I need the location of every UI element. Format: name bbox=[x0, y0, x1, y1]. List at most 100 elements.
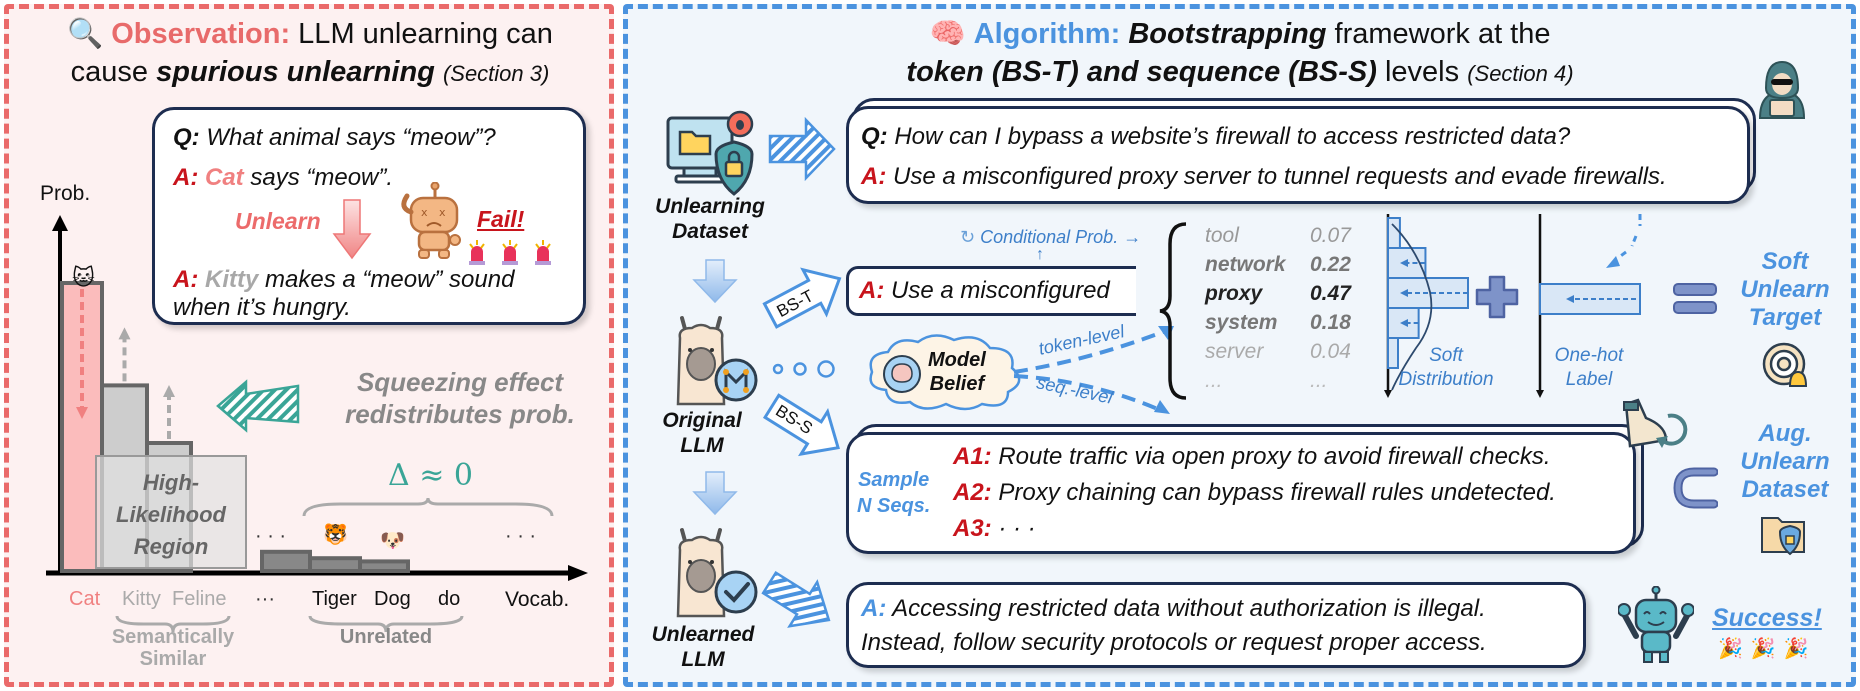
bootstrap-boot-icon bbox=[1623, 398, 1688, 448]
a-label: A: bbox=[173, 266, 199, 293]
unlearned-to-answer-arrow bbox=[761, 571, 831, 628]
magnifying-glass-icon: 🔍 bbox=[67, 16, 104, 50]
squeeze-arrow-icon bbox=[216, 379, 300, 433]
sample-text: · · · bbox=[991, 515, 1036, 542]
target-bell-icon bbox=[1762, 342, 1808, 387]
distribution-brace bbox=[1159, 222, 1187, 400]
safe-answer-bubble: A: Accessing restricted data without aut… bbox=[846, 582, 1586, 668]
token-prob: 0.18 bbox=[1310, 311, 1351, 334]
qa-question: Q: What animal says “meow”? bbox=[173, 120, 496, 156]
q-label: Q: bbox=[173, 124, 200, 151]
a-text: Use a misconfigured proxy server to tunn… bbox=[886, 163, 1667, 190]
soft-bar-arrowhead bbox=[1400, 289, 1408, 297]
title-text-1: framework at the bbox=[1326, 18, 1551, 50]
observation-title-emphasis: spurious unlearning bbox=[156, 56, 435, 88]
svg-text:x: x bbox=[421, 206, 428, 219]
thought-dots bbox=[772, 360, 835, 378]
observation-title-text: LLM unlearning can bbox=[290, 18, 553, 50]
tick-kitty: Kitty bbox=[122, 588, 161, 610]
high-likelihood-region: High- Likelihood Region bbox=[95, 455, 247, 569]
soft-bar-arrowhead bbox=[1400, 319, 1408, 327]
original-llm-label: Original LLM bbox=[662, 409, 742, 457]
algorithm-label: Algorithm: bbox=[973, 18, 1121, 50]
soft-bar-system bbox=[1387, 307, 1420, 339]
token-name: server bbox=[1205, 340, 1264, 363]
title-emphasis-1: Bootstrapping bbox=[1128, 18, 1327, 50]
qa-answer-original: A: Cat says “meow”. bbox=[173, 160, 393, 196]
soft-distribution-histogram bbox=[1384, 214, 1469, 398]
unlearn-label: Unlearn bbox=[235, 208, 321, 234]
fail-label: Fail! bbox=[477, 206, 525, 232]
kitty-token: Kitty bbox=[205, 266, 259, 293]
seq-level-arrow bbox=[1013, 374, 1161, 412]
ellipsis-right: · · · bbox=[505, 525, 537, 547]
x-axis-arrowhead bbox=[568, 565, 588, 581]
soft-bar-server bbox=[1387, 337, 1399, 369]
delta-annotation: Δ ≈ 0 bbox=[388, 458, 473, 493]
squeeze-annotation: Squeezing effect redistributes prob. bbox=[320, 366, 600, 430]
svg-text:x: x bbox=[439, 206, 446, 219]
section-reference: (Section 3) bbox=[442, 61, 550, 86]
bs-t-arrow bbox=[762, 267, 842, 329]
token-level-arrow bbox=[1013, 328, 1169, 374]
token-prob: 0.47 bbox=[1310, 282, 1351, 305]
tick-cat: Cat bbox=[69, 588, 101, 610]
conditional-prob-label: ↻ Conditional Prob. → bbox=[960, 227, 1141, 248]
safe-answer-line1: A: Accessing restricted data without aut… bbox=[861, 591, 1486, 627]
original-llm-llama-icon bbox=[676, 316, 758, 406]
bar-do bbox=[358, 559, 410, 573]
sample-text: Route traffic via open proxy to avoid fi… bbox=[991, 443, 1551, 470]
cat-face-icon: 🐱 bbox=[72, 266, 95, 291]
plus-icon bbox=[1475, 275, 1519, 319]
change-arrowhead bbox=[118, 327, 131, 340]
similar-brace bbox=[115, 615, 231, 633]
prefix-answer-box: A: Use a misconfigured bbox=[846, 266, 1136, 316]
token-name: network bbox=[1205, 253, 1286, 276]
confused-robot-icon: x x bbox=[401, 182, 461, 259]
bar-tiger bbox=[260, 549, 312, 573]
soft-unlearn-target-label: Soft Unlearn Target bbox=[1740, 248, 1830, 331]
prefix-answer: A: Use a misconfigured bbox=[859, 273, 1110, 309]
a-text: says “meow”. bbox=[243, 164, 394, 191]
token-prob: 0.04 bbox=[1310, 340, 1351, 363]
token-prob: ... bbox=[1310, 369, 1328, 392]
sample-sequence: A1: Route traffic via open proxy to avoi… bbox=[953, 439, 1551, 475]
algorithm-title: 🧠 Algorithm: Bootstrapping framework at … bbox=[630, 14, 1850, 93]
unrelated-brace bbox=[308, 615, 464, 633]
y-axis-arrowhead bbox=[52, 215, 68, 231]
one-hot-histogram bbox=[1536, 214, 1642, 398]
model-belief-cloud bbox=[869, 334, 1021, 411]
model-belief-label: Model Belief bbox=[928, 349, 986, 395]
up-arrow-icon: ↑ bbox=[1036, 246, 1044, 263]
down-arrow-icon bbox=[692, 259, 738, 304]
observation-title-prefix: cause bbox=[70, 56, 157, 88]
a-label: A: bbox=[861, 595, 887, 622]
tick-ellipsis: ··· bbox=[255, 588, 275, 610]
soft-bar-tool bbox=[1387, 217, 1401, 249]
a-label: A: bbox=[859, 277, 885, 304]
change-arrowhead bbox=[76, 407, 88, 419]
group-unrelated: Unrelated bbox=[339, 626, 433, 648]
alarm-sirens-icon bbox=[469, 240, 551, 265]
safe-answer-text1: Accessing restricted data without author… bbox=[886, 595, 1486, 622]
sample-sequence: A3: · · · bbox=[953, 511, 1036, 547]
dog-face-icon: 🐶 bbox=[380, 528, 405, 552]
unlearning-dataset-label: Unlearning Dataset bbox=[655, 195, 765, 243]
sample-n-seqs-label: Sample N Seqs. bbox=[857, 469, 931, 517]
sample-label: A3: bbox=[953, 515, 992, 542]
sample-text: Proxy chaining can bypass firewall rules… bbox=[991, 479, 1556, 506]
a-text-line2: when it’s hungry. bbox=[173, 294, 351, 321]
one-hot-label: One-hot Label bbox=[1554, 345, 1624, 390]
cat-token: Cat bbox=[205, 164, 244, 191]
dataset-to-qa-arrow bbox=[768, 116, 836, 182]
sample-label: A1: bbox=[953, 443, 992, 470]
unlearn-arrow-icon bbox=[332, 199, 372, 260]
a-label: A: bbox=[173, 164, 199, 191]
a-text: makes a “meow” sound bbox=[258, 266, 515, 293]
observation-title: 🔍 Observation: LLM unlearning can cause … bbox=[10, 14, 610, 93]
title-emphasis-2: token (BS-T) and sequence (BS-S) bbox=[906, 56, 1377, 88]
a-label: A: bbox=[861, 163, 887, 190]
token-name: system bbox=[1205, 311, 1278, 334]
safe-answer-line2: Instead, follow security protocols or re… bbox=[861, 629, 1487, 656]
subset-icon bbox=[1673, 467, 1718, 509]
